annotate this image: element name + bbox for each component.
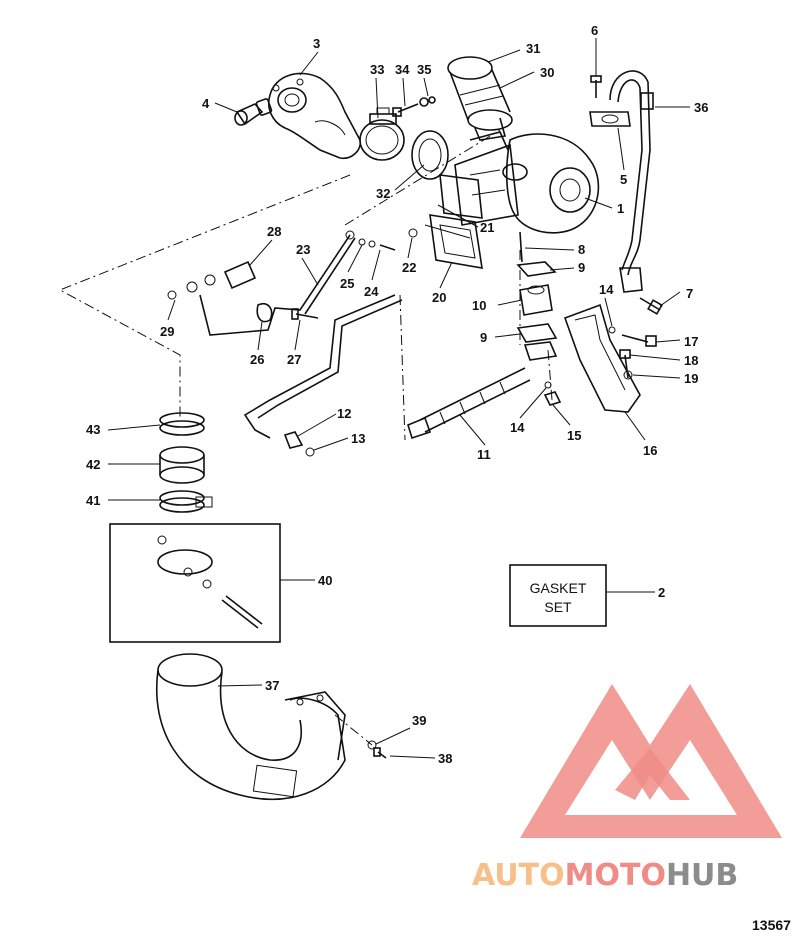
watermark-logo — [520, 684, 782, 838]
callout-19: 19 — [684, 371, 698, 386]
reference-lines — [58, 129, 553, 746]
callout-14-upper: 14 — [599, 282, 614, 297]
callout-17: 17 — [684, 334, 698, 349]
callout-20: 20 — [432, 290, 446, 305]
callout-8: 8 — [578, 242, 585, 257]
ref-line-elbow — [334, 714, 373, 746]
watermark-text-hub: HUB — [666, 858, 738, 893]
gasket-set-box: GASKET SET — [509, 564, 607, 627]
part-32-gasket-ring — [411, 130, 449, 180]
part-4-fitting — [234, 98, 273, 126]
callout-29: 29 — [160, 324, 174, 339]
kit-box — [109, 523, 281, 643]
part-23-tube — [199, 230, 396, 336]
callout-9-upper: 9 — [578, 260, 585, 275]
callout-18: 18 — [684, 353, 698, 368]
callout-7: 7 — [686, 286, 693, 301]
callout-25: 25 — [340, 276, 354, 291]
leader-lines — [107, 38, 690, 759]
part-36-pipe — [609, 70, 654, 293]
part-41-42-43-coupler — [159, 412, 213, 513]
callout-14-lower: 14 — [510, 420, 525, 435]
part-37-large-elbow — [156, 653, 346, 801]
callout-15: 15 — [567, 428, 581, 443]
watermark-text: AUTOMOTOHUB — [472, 858, 738, 893]
part-26-27-clip — [256, 302, 319, 323]
callout-1: 1 — [617, 201, 624, 216]
callout-10: 10 — [472, 298, 486, 313]
part-14-15-17-18-19-fasteners — [543, 326, 657, 406]
callout-34: 34 — [395, 62, 410, 77]
callout-6: 6 — [591, 23, 598, 38]
callout-5: 5 — [620, 172, 627, 187]
part-40-kit — [109, 523, 281, 643]
part-7-fitting — [639, 297, 663, 315]
callout-27: 27 — [287, 352, 301, 367]
ref-line-left — [58, 174, 351, 420]
part-3-elbow-housing — [268, 72, 362, 160]
callout-16: 16 — [643, 443, 657, 458]
callout-21: 21 — [480, 220, 494, 235]
callout-11: 11 — [477, 447, 491, 462]
callout-4: 4 — [202, 96, 210, 111]
part-20-21-flange-gasket — [408, 174, 483, 269]
gasket-set-line2: SET — [544, 599, 572, 615]
gasket-set-line1: GASKET — [530, 580, 587, 596]
callout-32: 32 — [376, 186, 390, 201]
gasket-set-frame — [509, 564, 607, 627]
callout-39: 39 — [412, 713, 426, 728]
part-5-6-fastener — [589, 75, 631, 127]
callout-labels: 3 4 33 34 35 31 30 32 6 36 5 1 21 8 9 10… — [86, 23, 708, 766]
callout-13: 13 — [351, 431, 365, 446]
callout-23: 23 — [296, 242, 310, 257]
part-30-31-hose — [447, 56, 513, 141]
callout-22: 22 — [402, 260, 416, 275]
part-38-39-fastener — [367, 740, 387, 759]
callout-9-lower: 9 — [480, 330, 487, 345]
callout-30: 30 — [540, 65, 554, 80]
callout-38: 38 — [438, 751, 452, 766]
part-28-29-fitting — [167, 260, 257, 300]
callout-33: 33 — [370, 62, 384, 77]
part-1-turbocharger — [454, 131, 600, 234]
part-pipe-return — [243, 294, 403, 457]
watermark-logo-inner — [615, 748, 690, 800]
part-33-clamp — [359, 107, 405, 161]
ref-line-pipe — [399, 294, 406, 441]
callout-40: 40 — [318, 573, 332, 588]
ref-line-nut — [547, 349, 553, 401]
callout-36: 36 — [694, 100, 708, 115]
callout-42: 42 — [86, 457, 100, 472]
callout-12: 12 — [337, 406, 351, 421]
callout-31: 31 — [526, 41, 540, 56]
part-8-9-10-stack — [516, 231, 558, 361]
watermark-text-auto: AUTO — [472, 858, 565, 893]
callout-35: 35 — [417, 62, 431, 77]
part-16-bracket — [563, 303, 641, 413]
callout-28: 28 — [267, 224, 281, 239]
callout-26: 26 — [250, 352, 264, 367]
figure-number: 13567 — [752, 917, 791, 933]
part-11-flex-hose — [407, 367, 531, 440]
callout-41: 41 — [86, 493, 100, 508]
callout-24: 24 — [364, 284, 379, 299]
callout-37: 37 — [265, 678, 279, 693]
callout-3: 3 — [313, 36, 320, 51]
callout-2: 2 — [658, 585, 665, 600]
watermark-text-moto: MOTO — [565, 858, 666, 893]
callout-43: 43 — [86, 422, 100, 437]
part-34-35-screw-nut — [392, 96, 436, 117]
